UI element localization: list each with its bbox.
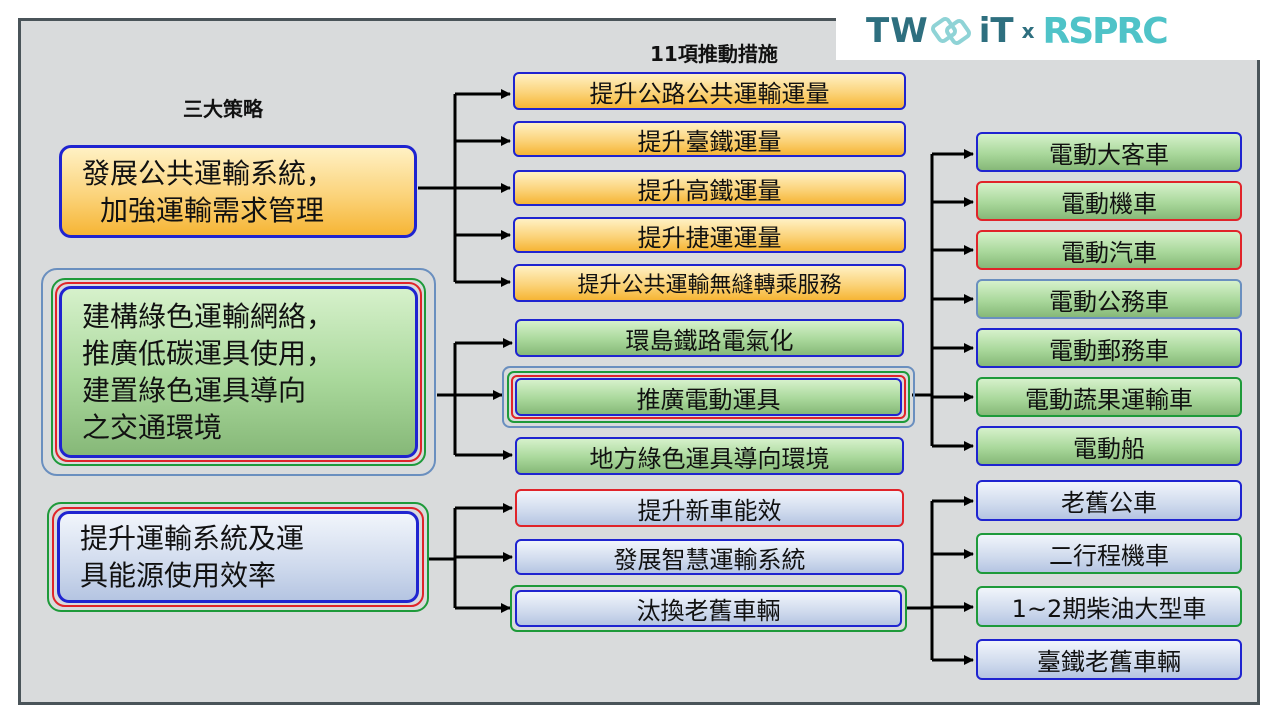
old-vehicle-item-1: 老舊公車 [976, 480, 1242, 521]
old-vehicle-item-4: 臺鐵老舊車輛 [976, 639, 1242, 680]
strategy-2-line-4: 之交通環境 [82, 411, 223, 444]
strategy-2-red-ring [55, 282, 422, 462]
measure-11-green-ring [510, 585, 907, 632]
strategy-3-box: 提升運輸系統及運 具能源使用效率 [57, 511, 419, 603]
strategies-heading: 三大策略 [183, 97, 263, 121]
logo-link-icon [930, 17, 971, 45]
strategy-3-green-ring [47, 502, 429, 612]
strategy-2-outer-ring [41, 268, 436, 476]
electric-item-4: 電動公務車 [976, 279, 1242, 319]
measure-7: 推廣電動運具 [515, 378, 902, 416]
strategy-2-line-2: 推廣低碳運具使用， [82, 337, 335, 370]
logo-x: x [1021, 19, 1035, 43]
measures-heading: 11項推動措施 [650, 42, 778, 66]
strategy-2-line-3: 建置綠色運具導向 [82, 374, 307, 407]
strategy-1-line-1: 發展公共運輸系統， [82, 156, 335, 190]
logo-background [836, 0, 1280, 60]
strategy-2-box: 建構綠色運輸網絡， 推廣低碳運具使用， 建置綠色運具導向 之交通環境 [59, 286, 418, 458]
strategy-3-red-ring [52, 507, 424, 607]
measure-2: 提升臺鐵運量 [513, 121, 906, 157]
logo-it: iT [978, 11, 1014, 51]
logo-rsprc: RSPRC [1042, 10, 1168, 52]
measure-7-red-ring [511, 375, 906, 419]
old-vehicle-item-3: 1~2期柴油大型車 [976, 586, 1242, 627]
strategy-1-box: 發展公共運輸系統， 加強運輸需求管理 [59, 145, 417, 238]
strategy-2-green-ring [51, 278, 426, 466]
electric-item-3: 電動汽車 [976, 230, 1242, 270]
strategy-3-line-2: 具能源使用效率 [80, 559, 277, 592]
strategy-2-line-1: 建構綠色運輸網絡， [82, 300, 335, 333]
electric-item-5: 電動郵務車 [976, 328, 1242, 368]
electric-item-6: 電動蔬果運輸車 [976, 377, 1242, 417]
electric-item-7: 電動船 [976, 426, 1242, 466]
logo: TW iT x RSPRC [866, 8, 1169, 54]
measure-3: 提升高鐵運量 [513, 170, 906, 206]
measure-8: 地方綠色運具導向環境 [515, 437, 904, 475]
measure-11: 汰換老舊車輛 [515, 590, 902, 627]
old-vehicle-item-2: 二行程機車 [976, 533, 1242, 574]
electric-item-1: 電動大客車 [976, 132, 1242, 172]
logo-tw: TW [866, 11, 929, 51]
electric-item-2: 電動機車 [976, 181, 1242, 221]
measure-5: 提升公共運輸無縫轉乘服務 [513, 264, 906, 302]
strategy-3-line-1: 提升運輸系統及運 [80, 522, 305, 555]
measure-6: 環島鐵路電氣化 [515, 319, 904, 357]
strategy-1-line-2: 加強運輸需求管理 [100, 193, 325, 227]
measure-10: 發展智慧運輸系統 [515, 539, 904, 575]
measure-7-outer-ring [502, 366, 915, 428]
measure-4: 提升捷運運量 [513, 217, 906, 253]
measure-9: 提升新車能效 [515, 489, 904, 527]
measure-1: 提升公路公共運輸運量 [513, 72, 906, 110]
measure-7-green-ring [507, 371, 910, 423]
